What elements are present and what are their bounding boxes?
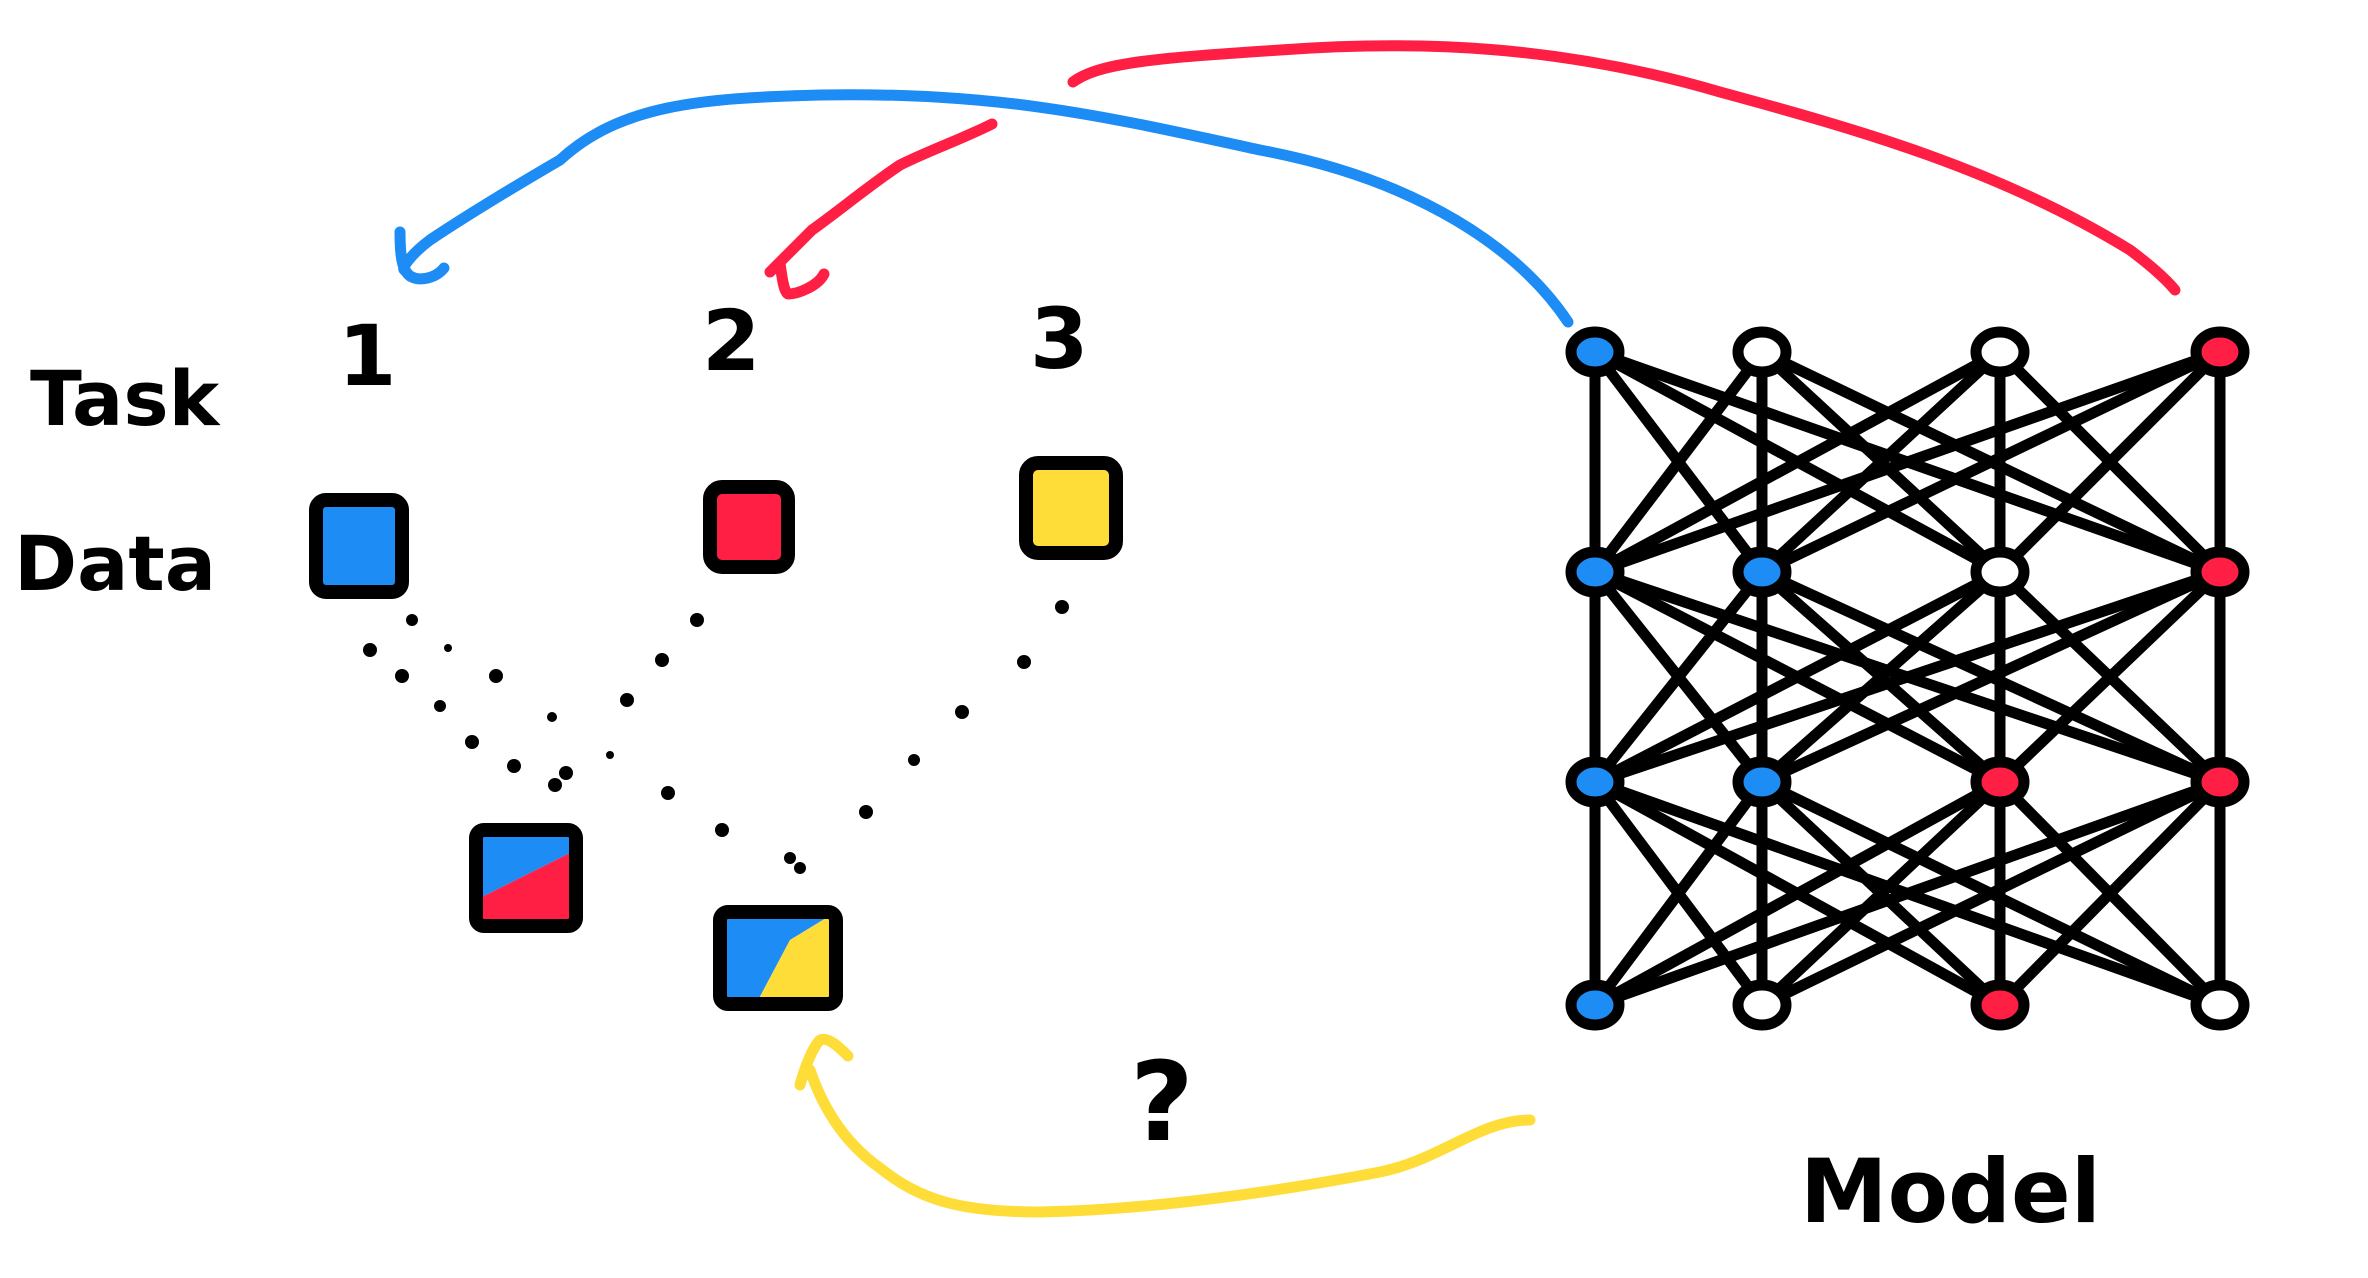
network-node bbox=[1732, 979, 1792, 1031]
network-edge bbox=[1994, 776, 2226, 1011]
network-node bbox=[2190, 326, 2250, 378]
network-node bbox=[1565, 546, 1625, 598]
network-edge bbox=[1756, 566, 2006, 788]
network-edge bbox=[1589, 566, 2226, 788]
network-edge bbox=[1589, 346, 1768, 578]
network-edge bbox=[1589, 346, 2006, 578]
network-edge bbox=[1756, 346, 2226, 578]
network-edge bbox=[1589, 776, 2226, 1011]
network-edge bbox=[1589, 566, 1768, 788]
blue-arrow bbox=[394, 89, 1574, 328]
combined-fill-b bbox=[756, 912, 836, 1004]
task-number-3: 3 bbox=[1030, 290, 1088, 388]
data-box-1 bbox=[309, 493, 409, 599]
network-node bbox=[1732, 546, 1792, 598]
network-node bbox=[1970, 756, 2030, 808]
network-edge bbox=[1994, 566, 2226, 788]
network-node bbox=[1732, 326, 1792, 378]
combined-box-blue-yellow bbox=[713, 905, 843, 1011]
red-arrow-to-task-2 bbox=[764, 118, 998, 300]
network-edge bbox=[1589, 566, 2006, 788]
dotted-paths bbox=[363, 600, 1069, 874]
combined-fill-a bbox=[720, 912, 836, 1004]
network-node bbox=[2190, 546, 2250, 598]
task-number-1: 1 bbox=[338, 307, 396, 405]
question-mark: ? bbox=[1130, 1038, 1194, 1166]
network-node bbox=[1565, 979, 1625, 1031]
network-edges bbox=[1589, 346, 2226, 1011]
combined-fill-b bbox=[476, 850, 576, 926]
network-edge bbox=[1756, 346, 2006, 578]
task-row-label: Task bbox=[30, 354, 221, 443]
yellow-arrow bbox=[794, 1033, 1536, 1218]
network-nodes bbox=[1565, 326, 2250, 1031]
combined-fill-a bbox=[476, 830, 576, 900]
network-node bbox=[2190, 979, 2250, 1031]
network-edge bbox=[1589, 776, 2006, 1011]
network-node bbox=[1565, 756, 1625, 808]
task-number-2: 2 bbox=[702, 292, 760, 390]
network-node bbox=[1970, 979, 2030, 1031]
network-edge bbox=[1756, 566, 2226, 788]
network-node bbox=[1970, 546, 2030, 598]
network-edge bbox=[1589, 776, 1768, 1011]
network-edge bbox=[1589, 346, 2226, 578]
network-edge bbox=[1756, 776, 2226, 1011]
model-label: Model bbox=[1800, 1140, 2101, 1243]
data-box-3 bbox=[1019, 456, 1123, 560]
network-node bbox=[1565, 326, 1625, 378]
data-box-2 bbox=[703, 480, 795, 574]
data-row-label: Data bbox=[14, 519, 216, 608]
network-node bbox=[2190, 756, 2250, 808]
combined-box-blue-red bbox=[469, 823, 583, 933]
network-node bbox=[1732, 756, 1792, 808]
network-edge bbox=[1994, 346, 2226, 578]
network-edge bbox=[1756, 776, 2006, 1011]
network-node bbox=[1970, 326, 2030, 378]
red-arrow-from-model bbox=[1067, 40, 2181, 296]
